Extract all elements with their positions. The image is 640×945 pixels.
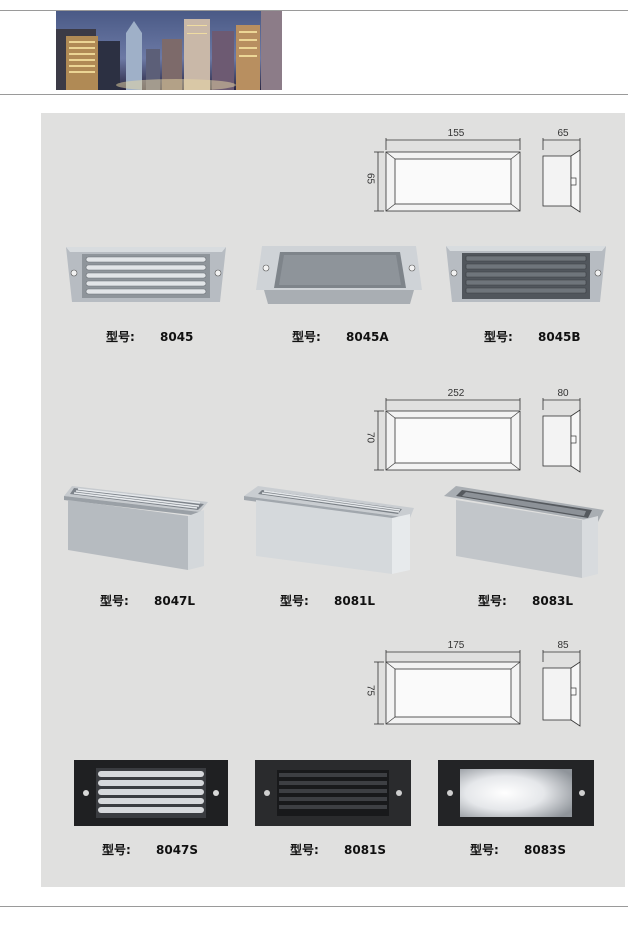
front-dimension-diagram-row2 [374, 398, 521, 471]
height-dimension-row1: 65 [364, 172, 376, 185]
product-image-8081S [255, 760, 411, 826]
model-label-8047L: 型号: 8047L [100, 592, 195, 609]
side-dimension-diagram-row3 [542, 650, 581, 727]
model-number: 8045A [346, 330, 389, 344]
city-skyline-photo [56, 11, 282, 90]
model-key: 型号: [280, 594, 309, 608]
model-key: 型号: [470, 843, 499, 857]
model-key: 型号: [484, 330, 513, 344]
height-dimension-row3: 75 [364, 684, 376, 697]
model-label-8045B: 型号: 8045B [484, 328, 581, 345]
product-image-8047L [64, 486, 208, 570]
product-image-8083L [444, 486, 604, 578]
model-number: 8045 [160, 330, 194, 344]
model-key: 型号: [100, 594, 129, 608]
top-rule [0, 10, 628, 11]
header-rule [0, 94, 628, 95]
model-label-8045: 型号: 8045 [106, 328, 193, 345]
footer-rule [0, 906, 628, 907]
model-number: 8045B [538, 330, 581, 344]
model-key: 型号: [290, 843, 319, 857]
product-image-8045 [66, 247, 226, 302]
model-number: 8047L [154, 594, 196, 608]
depth-dimension-row3: 85 [557, 640, 569, 651]
model-label-8083S: 型号: 8083S [470, 841, 566, 858]
model-key: 型号: [292, 330, 321, 344]
model-number: 8083L [532, 594, 574, 608]
product-image-8045B [446, 246, 606, 302]
width-dimension-row1: 155 [447, 128, 465, 139]
model-key: 型号: [478, 594, 507, 608]
model-label-8081S: 型号: 8081S [290, 841, 386, 858]
side-dimension-diagram-row1 [542, 138, 581, 213]
model-label-8045A: 型号: 8045A [292, 328, 389, 345]
product-image-8083S [438, 760, 594, 826]
depth-dimension-row2: 80 [557, 388, 569, 399]
product-image-8081L [244, 486, 414, 574]
model-label-8081L: 型号: 8081L [280, 592, 375, 609]
model-number: 8081L [334, 594, 376, 608]
front-dimension-diagram-row1 [374, 138, 521, 212]
model-label-8047S: 型号: 8047S [102, 841, 198, 858]
width-dimension-row2: 252 [447, 388, 465, 399]
width-dimension-row3: 175 [447, 640, 465, 651]
side-dimension-diagram-row2 [542, 398, 581, 473]
model-key: 型号: [106, 330, 135, 344]
depth-dimension-row1: 65 [557, 128, 569, 139]
model-number: 8047S [156, 843, 199, 857]
product-image-8045A [256, 246, 422, 304]
model-label-8083L: 型号: 8083L [478, 592, 573, 609]
height-dimension-row2: 70 [364, 431, 376, 444]
product-image-8047S [74, 760, 228, 826]
model-number: 8081S [344, 843, 387, 857]
model-key: 型号: [102, 843, 131, 857]
front-dimension-diagram-row3 [374, 650, 521, 725]
model-number: 8083S [524, 843, 567, 857]
